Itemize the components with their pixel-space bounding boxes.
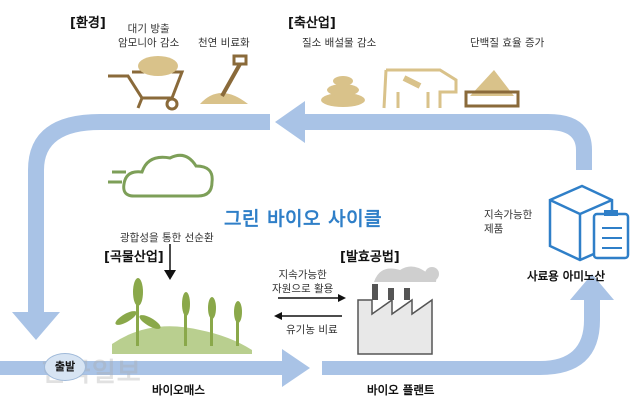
exchange-fertilizer-label: 유기농 비료	[286, 324, 338, 336]
feed-note: 지속가능한 제품	[484, 209, 533, 235]
crops-icon	[112, 278, 252, 354]
exchange-resource-label: 지속가능한 자원으로 활용	[272, 269, 334, 295]
manure-icon	[321, 76, 365, 107]
feed-label: 사료용 아미노산	[527, 269, 606, 283]
biomass-label: 바이오매스	[152, 383, 205, 397]
right-top-arrow	[275, 101, 592, 170]
environment-item-fertilizer: 천연 비료화	[198, 37, 250, 49]
grain-header: [곡물산업]	[104, 250, 164, 265]
cloud-icon	[108, 153, 214, 198]
livestock-item-nitrogen: 질소 배설물 감소	[302, 37, 377, 49]
environment-item-ammonia: 대기 방출 암모니아 감소	[118, 23, 180, 49]
shovel-icon	[200, 54, 248, 104]
bottom-right-arrow	[322, 274, 614, 375]
bottom-left-arrow	[0, 349, 310, 387]
bio-plant-label: 바이오 플랜트	[367, 383, 435, 397]
cow-icon	[382, 68, 458, 109]
livestock-item-protein: 단백질 효율 증가	[470, 37, 545, 49]
box-clipboard-icon	[548, 184, 630, 262]
wheelbarrow-icon	[108, 70, 185, 111]
photosynthesis-label: 광합성을 통한 선순환	[120, 232, 214, 244]
soil-pile-icon	[138, 56, 178, 76]
photosynthesis-arrow-head	[164, 270, 176, 280]
top-band-arrow	[12, 114, 270, 340]
environment-header: [환경]	[70, 16, 106, 31]
start-badge: 출발	[44, 353, 86, 381]
cycle-title: 그린 바이오 사이클	[224, 208, 383, 230]
fermentation-header: [발효공법]	[340, 250, 400, 265]
exchange-arrows	[274, 294, 346, 320]
factory-icon	[357, 266, 439, 355]
livestock-header: [축산업]	[288, 16, 336, 31]
feed-bowl-icon	[464, 70, 520, 108]
cycle-arrows	[0, 101, 614, 387]
